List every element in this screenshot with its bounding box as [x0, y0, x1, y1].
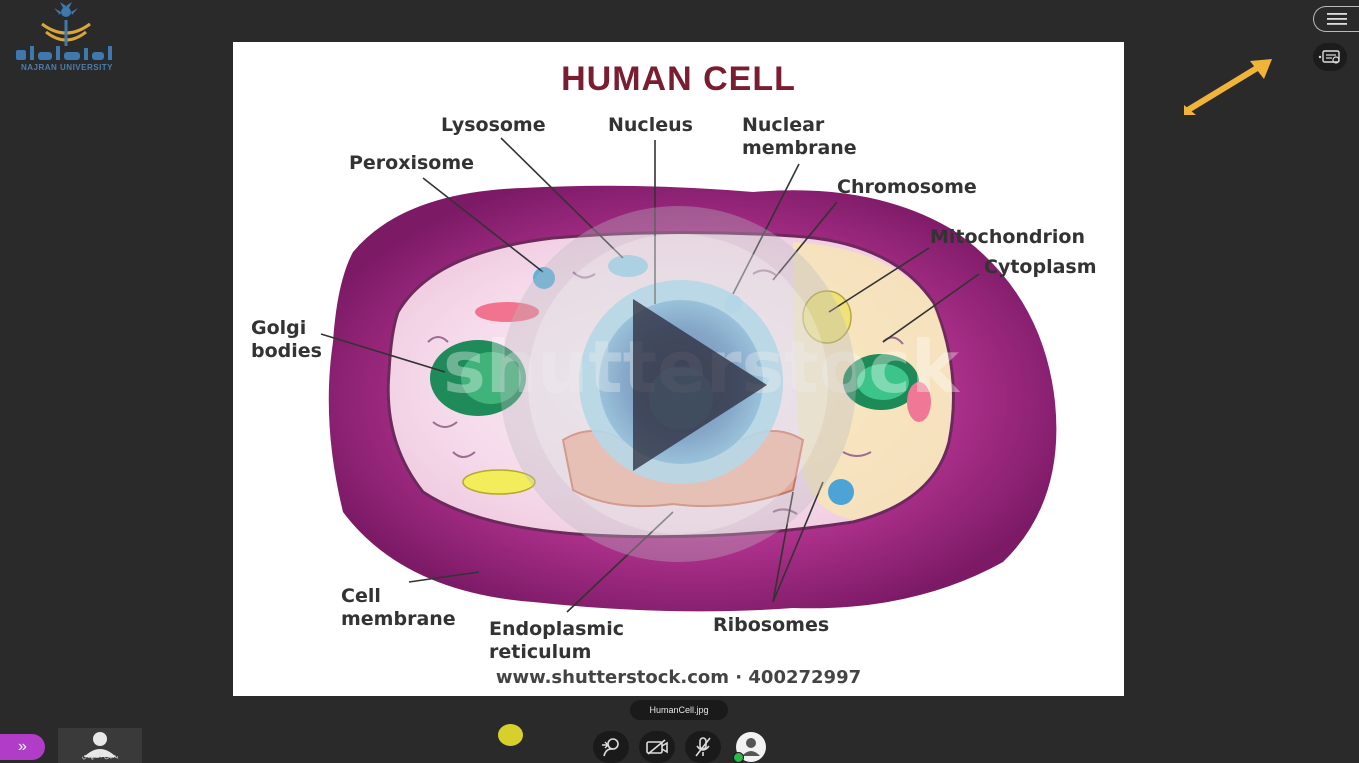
my-status-button[interactable] — [731, 731, 771, 763]
participant-name: يحيى المهدي — [81, 753, 119, 760]
label-mitochondrion: Mitochondrion — [930, 226, 1085, 248]
label-golgi-1: Golgi — [251, 317, 307, 339]
label-nucleus: Nucleus — [608, 114, 693, 136]
camera-button[interactable] — [639, 731, 675, 763]
share-content-button[interactable] — [593, 731, 629, 763]
label-er-2: reticulum — [489, 641, 592, 663]
label-lysosome: Lysosome — [441, 114, 546, 136]
session-toolbar — [593, 731, 771, 763]
label-peroxisome: Peroxisome — [349, 152, 475, 174]
share-content-icon — [602, 738, 619, 757]
mic-off-icon — [695, 737, 711, 757]
camera-off-icon — [646, 739, 668, 755]
label-golgi-2: bodies — [251, 340, 322, 362]
participant-tile[interactable]: يحيى المهدي — [58, 728, 142, 763]
arrow-icon — [1184, 59, 1272, 115]
image-title: HUMAN CELL — [561, 60, 796, 98]
sidebar-toggle-button[interactable]: » — [0, 734, 45, 760]
microphone-button[interactable] — [685, 731, 721, 763]
label-ribosomes: Ribosomes — [713, 614, 830, 636]
status-available-indicator — [733, 752, 744, 763]
chevron-double-right-icon: » — [18, 738, 27, 755]
image-credit: www.shutterstock.com · 400272997 — [495, 667, 862, 688]
label-er-1: Endoplasmic — [489, 618, 624, 640]
label-nuclear-membrane-2: membrane — [742, 137, 857, 159]
shared-filename: HumanCell.jpg — [630, 700, 728, 720]
university-logo — [10, 2, 122, 78]
captions-icon — [1318, 50, 1340, 64]
label-nuclear-membrane-1: Nuclear — [742, 114, 825, 136]
avatar-icon — [84, 732, 116, 757]
label-cell-membrane-2: membrane — [341, 608, 456, 630]
menu-button[interactable] — [1313, 6, 1359, 32]
hamburger-icon — [1326, 13, 1347, 25]
label-cytoplasm: Cytoplasm — [984, 256, 1097, 278]
label-cell-membrane-1: Cell — [341, 585, 381, 607]
university-name: NAJRAN UNIVERSITY — [20, 63, 114, 72]
play-icon[interactable] — [497, 203, 859, 565]
label-chromosome: Chromosome — [837, 176, 977, 198]
pointer-indicator — [498, 724, 523, 746]
captions-button[interactable] — [1313, 43, 1347, 71]
